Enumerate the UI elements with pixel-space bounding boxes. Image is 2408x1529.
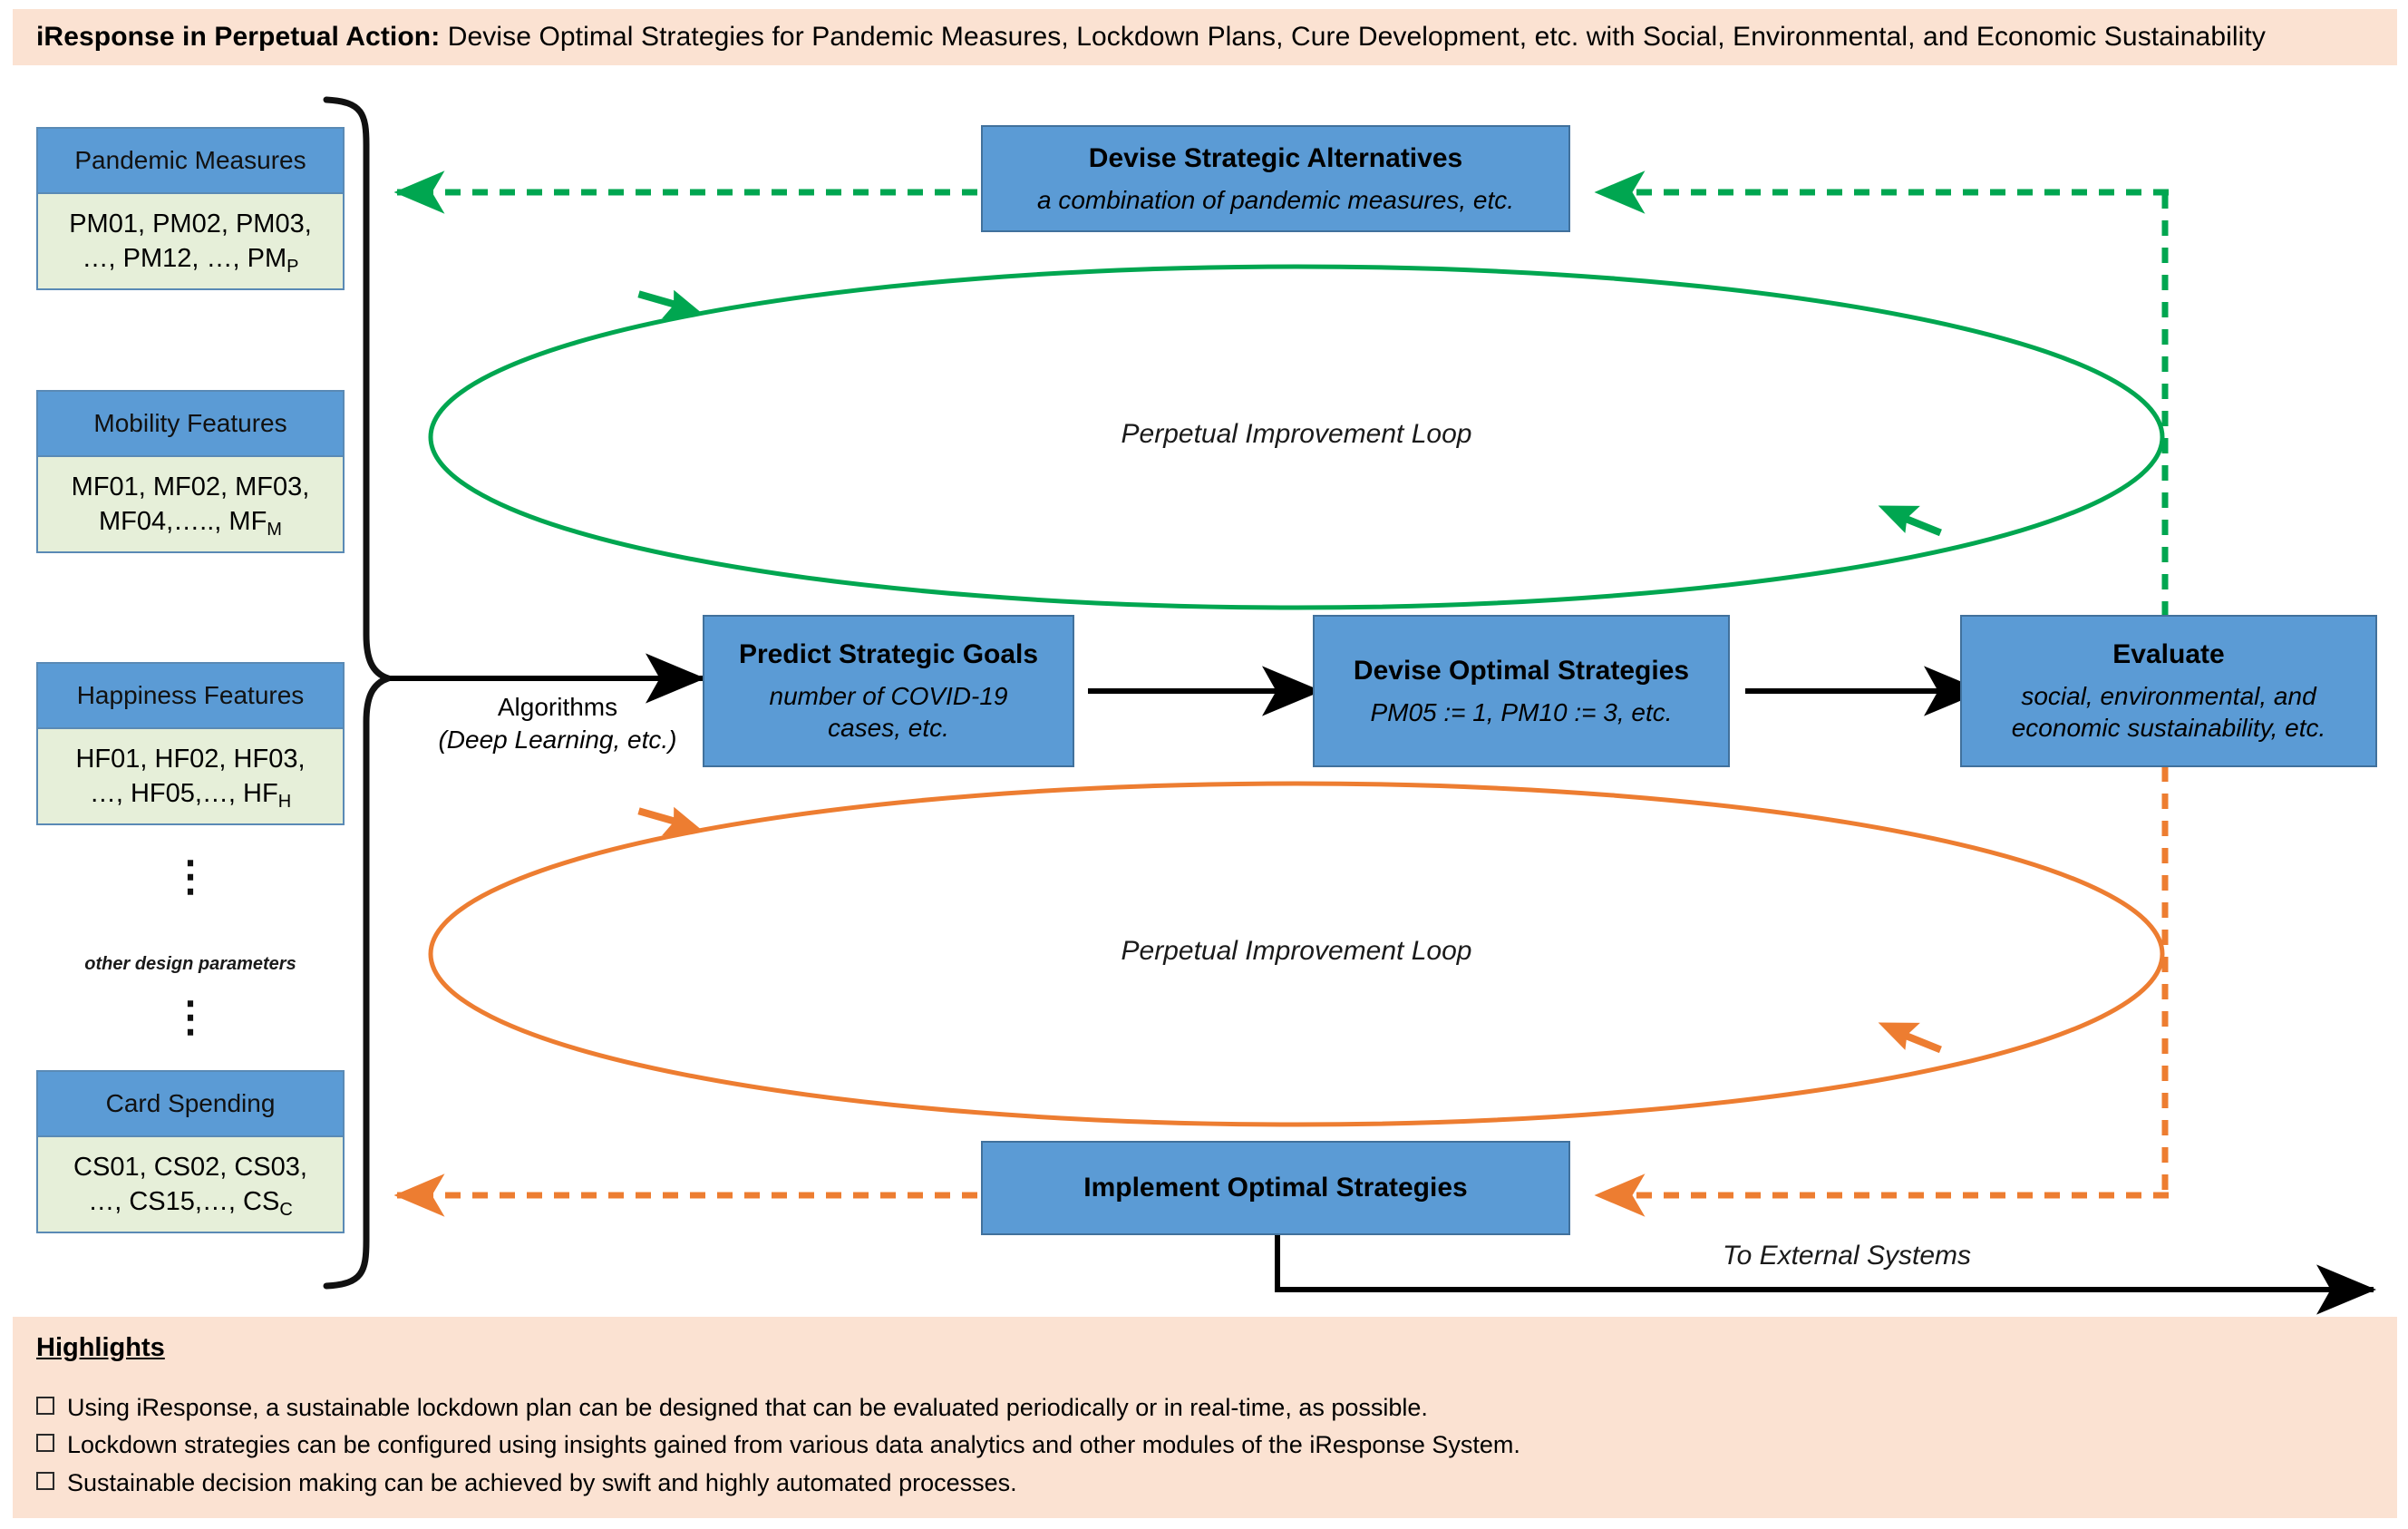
card-body: HF01, HF02, HF03, …, HF05,…, HFH	[38, 729, 343, 823]
card-title: Pandemic Measures	[38, 129, 343, 194]
highlights-heading: Highlights	[36, 1333, 165, 1362]
parameter-card-happiness-features[interactable]: Happiness Features HF01, HF02, HF03, …, …	[36, 662, 345, 825]
card-body: MF01, MF02, MF03, MF04,….., MFM	[38, 457, 343, 551]
highlight-text: Lockdown strategies can be configured us…	[67, 1431, 1520, 1459]
card-title: Mobility Features	[38, 392, 343, 457]
card-subscript: P	[286, 257, 299, 277]
process-box-implement-optimal-strategies[interactable]: Implement Optimal Strategies	[981, 1141, 1570, 1235]
algorithms-line2: (Deep Learning, etc.)	[438, 726, 677, 755]
process-box-devise-optimal-strategies[interactable]: Devise Optimal Strategies PM05 := 1, PM1…	[1313, 615, 1730, 767]
card-subscript: H	[277, 792, 292, 812]
process-box-predict-strategic-goals[interactable]: Predict Strategic Goals number of COVID-…	[703, 615, 1074, 767]
box-subtitle-line2: cases, etc.	[828, 714, 949, 742]
box-title: Evaluate	[2112, 639, 2225, 669]
green-feedback-path	[393, 170, 2169, 617]
process-box-evaluate[interactable]: Evaluate social, environmental, and econ…	[1960, 615, 2377, 767]
card-subscript: M	[267, 520, 282, 540]
parameter-card-pandemic-measures[interactable]: Pandemic Measures PM01, PM02, PM03, …, P…	[36, 127, 345, 290]
box-title: Implement Optimal Strategies	[1083, 1173, 1468, 1203]
card-body: PM01, PM02, PM03, …, PM12, …, PMP	[38, 194, 343, 288]
box-subtitle: a combination of pandemic measures, etc.	[1036, 185, 1515, 214]
parameter-card-card-spending[interactable]: Card Spending CS01, CS02, CS03, …, CS15,…	[36, 1070, 345, 1233]
highlight-item: Using iResponse, a sustainable lockdown …	[36, 1390, 2374, 1425]
box-subtitle-line1: social, environmental, and	[2021, 682, 2316, 710]
other-design-parameters-label: other design parameters	[84, 954, 296, 974]
box-subtitle: number of COVID-19 cases, etc.	[770, 680, 1008, 744]
highlights-banner: Highlights Using iResponse, a sustainabl…	[13, 1317, 2397, 1518]
highlight-item: Lockdown strategies can be configured us…	[36, 1427, 2374, 1462]
card-line1: MF01, MF02, MF03,	[71, 472, 310, 502]
parameter-card-mobility-features[interactable]: Mobility Features MF01, MF02, MF03, MF04…	[36, 390, 345, 553]
card-subscript: C	[279, 1200, 293, 1220]
to-external-systems-label: To External Systems	[1723, 1241, 1971, 1271]
card-line2: MF04,….., MF	[99, 507, 267, 536]
card-title: Happiness Features	[38, 664, 343, 729]
card-line1: HF01, HF02, HF03,	[75, 744, 306, 774]
card-line2: …, PM12, …, PM	[82, 244, 287, 273]
highlight-item: Sustainable decision making can be achie…	[36, 1466, 2374, 1500]
box-subtitle-line1: number of COVID-19	[769, 682, 1008, 710]
box-subtitle-line2: economic sustainability, etc.	[2011, 714, 2326, 742]
page-title-bold: iResponse in Perpetual Action:	[36, 22, 441, 52]
card-title: Card Spending	[38, 1072, 343, 1137]
card-line1: CS01, CS02, CS03,	[73, 1152, 307, 1182]
card-line2: …, HF05,…, HF	[89, 779, 278, 808]
algorithms-label: Algorithms (Deep Learning, etc.)	[399, 691, 716, 757]
box-subtitle: social, environmental, and economic sust…	[2012, 680, 2326, 744]
loop-label-bottom: Perpetual Improvement Loop	[1121, 936, 1472, 966]
card-body: CS01, CS02, CS03, …, CS15,…, CSC	[38, 1137, 343, 1232]
process-box-devise-strategic-alternatives[interactable]: Devise Strategic Alternatives a combinat…	[981, 125, 1570, 232]
card-line2: …, CS15,…, CS	[88, 1187, 280, 1216]
page-title: iResponse in Perpetual Action: Devise Op…	[36, 22, 2266, 53]
box-subtitle: PM05 := 1, PM10 := 3, etc.	[1370, 697, 1673, 726]
checkbox-icon	[36, 1397, 54, 1415]
box-title: Devise Strategic Alternatives	[1088, 142, 1463, 173]
box-title: Devise Optimal Strategies	[1353, 655, 1690, 686]
vertical-ellipsis-bottom: ⋮	[170, 993, 211, 1040]
orange-feedback-path	[393, 766, 2169, 1217]
highlight-text: Using iResponse, a sustainable lockdown …	[67, 1394, 1428, 1421]
highlight-text: Sustainable decision making can be achie…	[67, 1468, 1017, 1496]
page-title-rest: Devise Optimal Strategies for Pandemic M…	[440, 22, 2266, 52]
checkbox-icon	[36, 1471, 54, 1490]
box-title: Predict Strategic Goals	[738, 639, 1039, 669]
title-banner: iResponse in Perpetual Action: Devise Op…	[13, 9, 2397, 65]
algorithms-line1: Algorithms	[497, 693, 618, 721]
card-line1: PM01, PM02, PM03,	[69, 209, 312, 239]
loop-label-top: Perpetual Improvement Loop	[1121, 419, 1472, 449]
checkbox-icon	[36, 1434, 54, 1453]
vertical-ellipsis-top: ⋮	[170, 852, 211, 900]
